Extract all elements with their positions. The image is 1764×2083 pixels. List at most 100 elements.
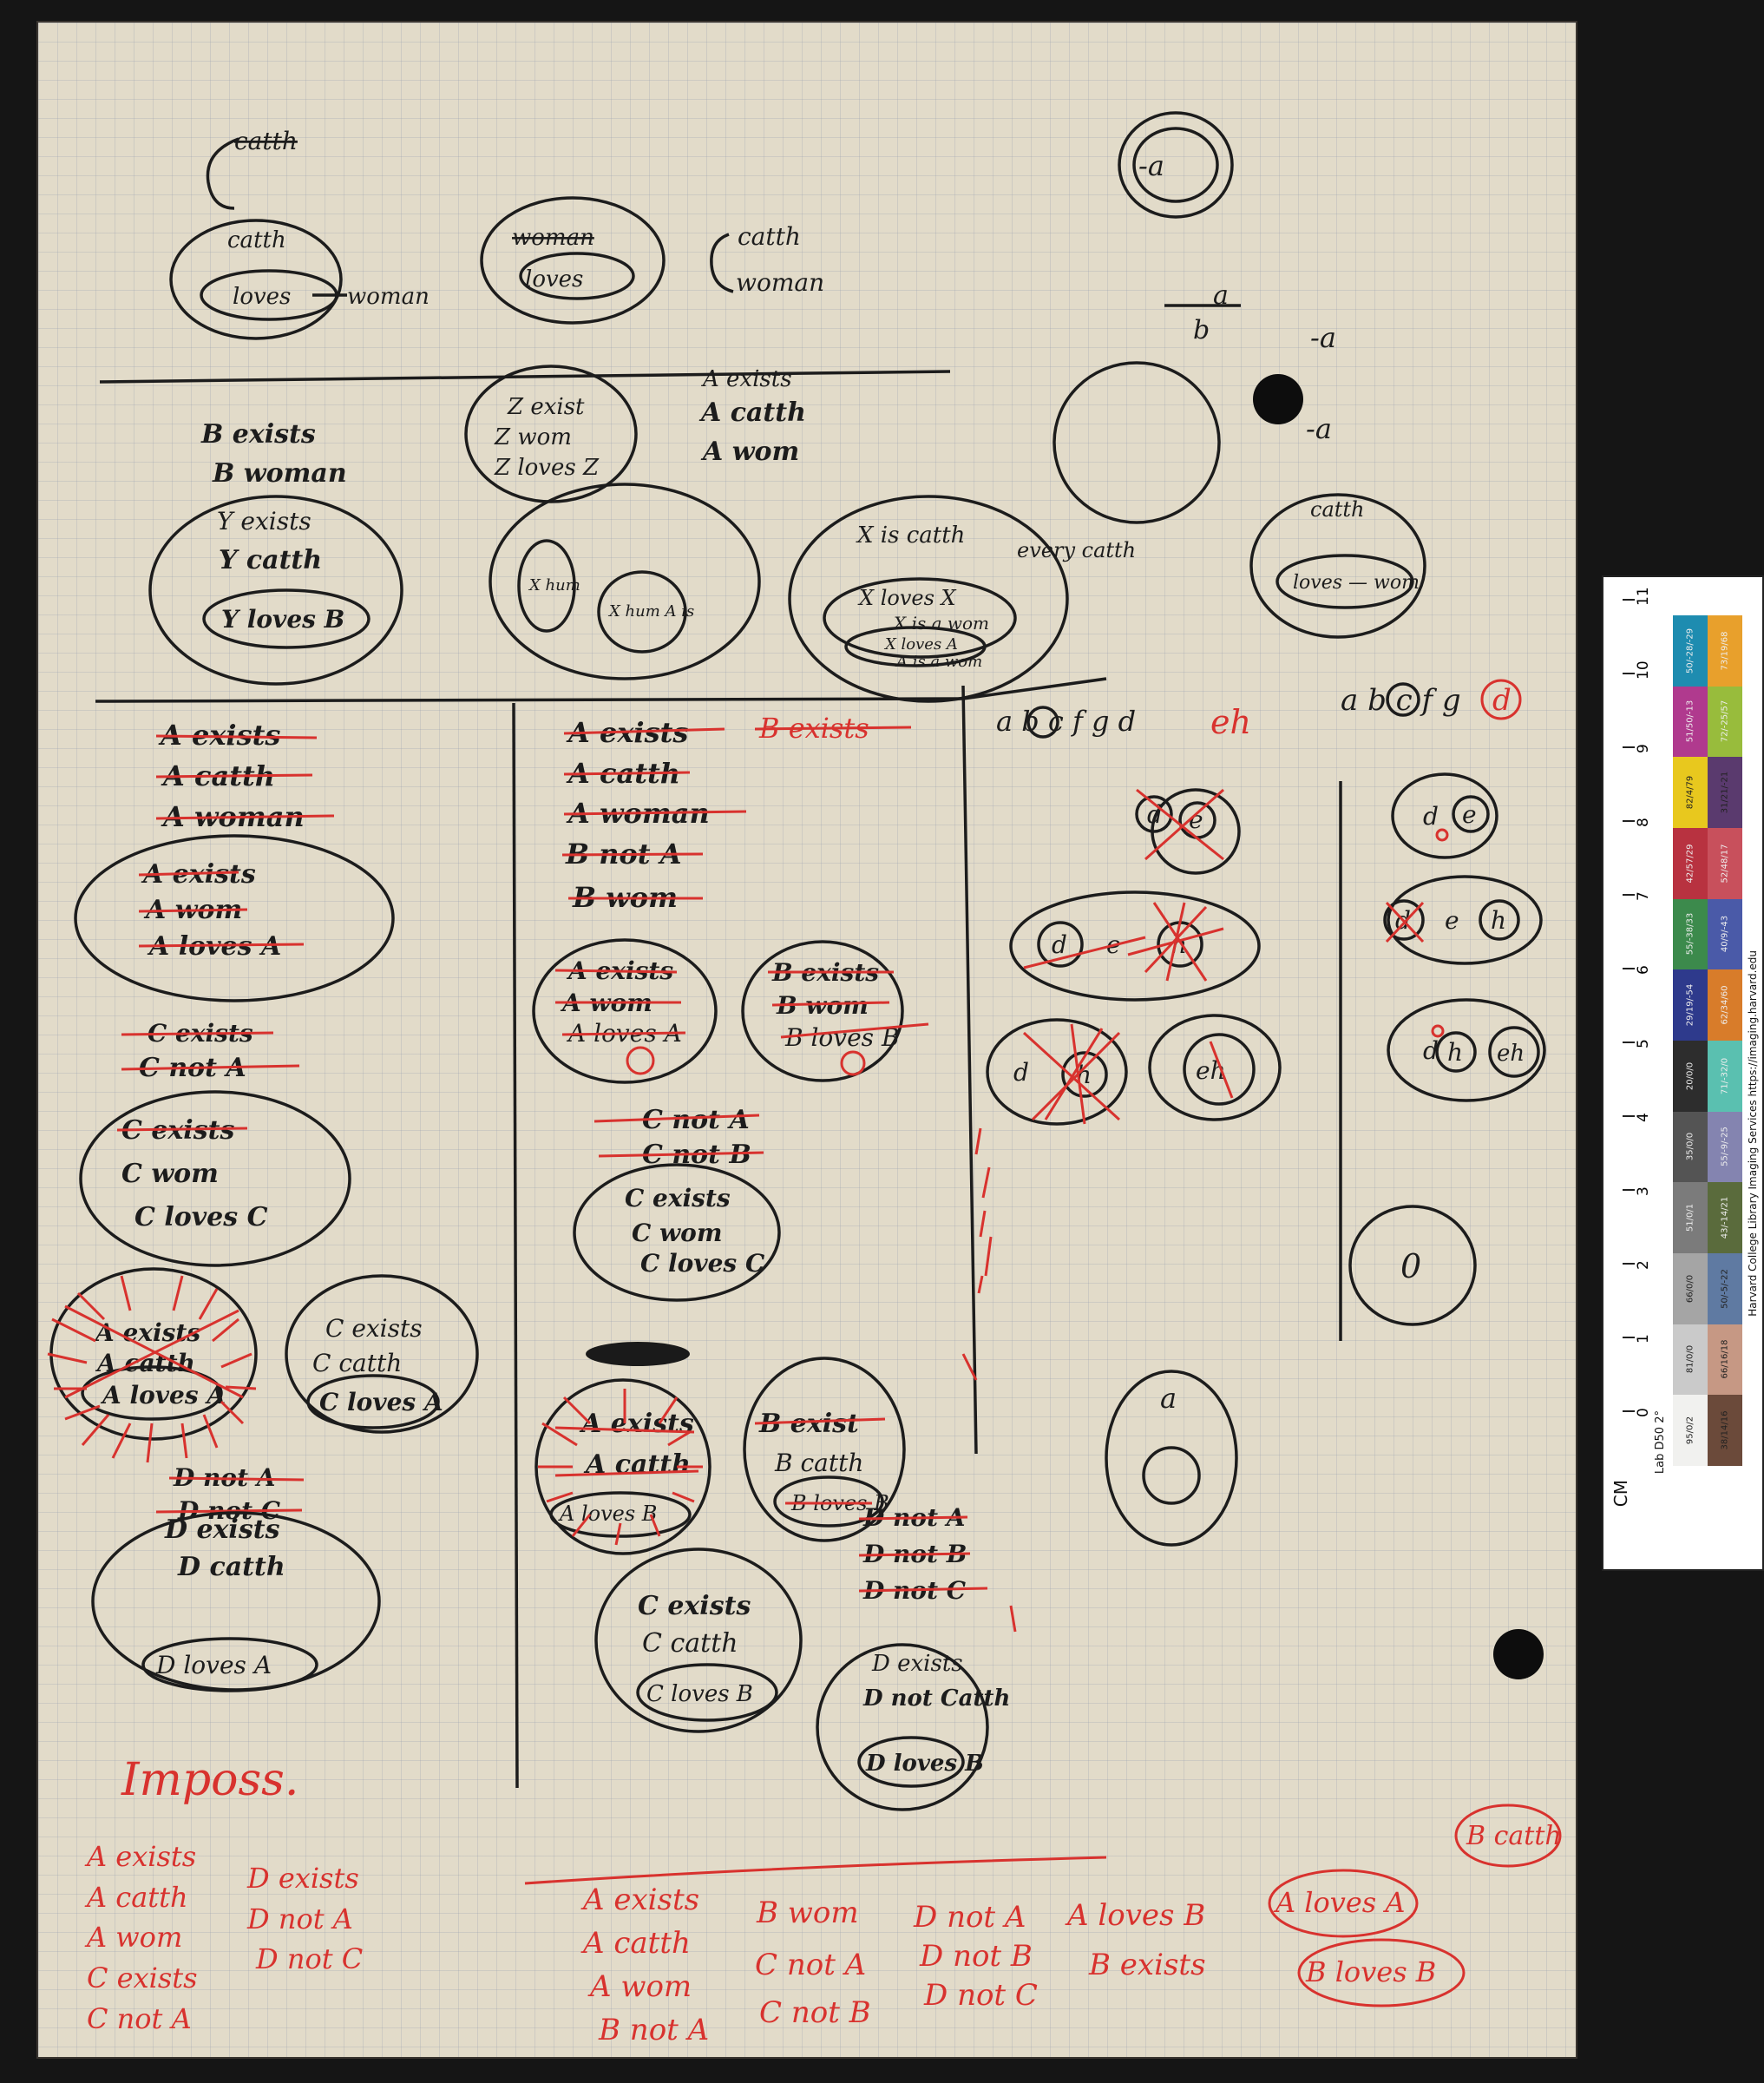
- col2-d-3: D loves B: [865, 1751, 984, 1777]
- col1-side-1: C exists: [325, 1314, 423, 1343]
- bottom-red-mid: A exists A catth A wom B not A B wom C n…: [580, 1883, 1206, 2047]
- col2-red-o-1: [626, 1046, 655, 1075]
- color-swatch: 73/19/68: [1708, 614, 1742, 687]
- neg-a-1: -a: [1310, 321, 1336, 354]
- strike: [155, 734, 318, 739]
- col4-oval-de: [1391, 772, 1498, 859]
- scale-number: 5: [1635, 1039, 1652, 1048]
- col1-d-2: D catth: [177, 1552, 285, 1582]
- color-swatch: 55/-9/-25: [1708, 1111, 1742, 1183]
- boxed-0: A loves A: [1273, 1886, 1406, 1919]
- col1-d-inner: [141, 1637, 318, 1692]
- col3-oval-dh: [986, 1018, 1128, 1126]
- right-circle-label: -a: [1138, 149, 1164, 182]
- scale-tick: [1623, 599, 1635, 601]
- col2-oval-c2: [594, 1547, 803, 1733]
- scale-tick: [1623, 968, 1635, 969]
- strike: [116, 1127, 248, 1132]
- scale-number: 7: [1635, 891, 1652, 901]
- col4-red-dot: [1435, 828, 1449, 842]
- red-rule: [524, 1856, 1107, 1885]
- fraction-den: b: [1193, 315, 1210, 345]
- brl2-1: D not A: [246, 1902, 353, 1935]
- col4-oval-dh: [1387, 998, 1546, 1102]
- x-is-catth: X is catth: [856, 522, 965, 549]
- gray-swatch: 81/0/0: [1673, 1324, 1708, 1396]
- col4-header-red: d: [1492, 683, 1512, 718]
- bracket-stroke: [206, 137, 239, 210]
- y-line-1: Y exists: [217, 507, 311, 536]
- strike: [155, 814, 335, 820]
- col2-red-hatching: [538, 1389, 703, 1546]
- color-swatch-value: 43/-14/21: [1720, 1196, 1730, 1239]
- strike: [138, 871, 239, 877]
- gray-swatch: 35/0/0: [1673, 1111, 1708, 1183]
- paper-sheet: [38, 23, 1576, 2057]
- y-inner: Y loves B: [221, 605, 344, 634]
- scale-tick: [1623, 746, 1635, 748]
- col4-small-oval: [1348, 1205, 1477, 1326]
- scale-number: 6: [1635, 965, 1652, 975]
- y-line-2: Y catth: [219, 545, 322, 575]
- divider-1: [99, 370, 951, 384]
- a-line-1: A exists: [701, 366, 792, 392]
- col2-d-2: D not Catth: [862, 1685, 1010, 1712]
- z-line-2: Z wom: [494, 424, 572, 450]
- brm1-3: B not A: [598, 2013, 709, 2047]
- brl1-0: A exists: [84, 1840, 196, 1873]
- boxed-alovesa: [1268, 1869, 1419, 1938]
- col2-c2-3: C loves B: [646, 1681, 753, 1707]
- col3-cross-1: [1136, 788, 1224, 861]
- right-catth: catth: [1310, 497, 1365, 522]
- col1-red-1: A exists: [93, 1318, 200, 1347]
- col4-a-oval: [1105, 1370, 1238, 1547]
- circle-right-inner: [1132, 127, 1219, 203]
- gray-swatch-value: 29/19/-54: [1685, 983, 1695, 1027]
- scale-number: 2: [1635, 1260, 1652, 1270]
- scale-tick: [1623, 1410, 1635, 1412]
- x-loves-a: X loves A: [883, 635, 958, 654]
- oval-loves-wom: [1275, 554, 1414, 609]
- brm2-1: C not A: [755, 1948, 866, 1982]
- col2-c-2: C wom: [632, 1219, 722, 1247]
- boxed-blovesb: [1297, 1938, 1466, 2007]
- gray-swatch-value: 35/0/0: [1685, 1133, 1695, 1161]
- col3-oval-deh: [1009, 890, 1261, 1002]
- col1-oval2-2: C wom: [121, 1159, 219, 1189]
- color-swatch: 62/34/60: [1708, 969, 1742, 1041]
- gray-swatch-value: 20/0/0: [1685, 1061, 1695, 1090]
- brm2-0: B wom: [756, 1896, 859, 1930]
- bracket-bottom: woman: [736, 268, 824, 297]
- z-line-1: Z exist: [507, 394, 585, 420]
- color-swatch: 52/48/17: [1708, 827, 1742, 899]
- neg-a-2: -a: [1306, 412, 1332, 445]
- scale-number: 10: [1635, 660, 1652, 680]
- x-small-1: X hum: [528, 576, 580, 595]
- col2-c-1: C exists: [625, 1184, 731, 1212]
- col1-oval2: [79, 1090, 351, 1267]
- col3-cross-3: [1022, 1023, 1121, 1125]
- scale-tick: [1623, 1337, 1635, 1338]
- oval-x-loves-a: [844, 626, 987, 667]
- col4-c8: [1488, 1026, 1540, 1078]
- circle-right-outer: [1118, 111, 1234, 219]
- oval-empty: [1052, 361, 1221, 524]
- col3-c6-label: d: [1013, 1058, 1029, 1087]
- col3-c5-label: h: [1171, 930, 1187, 959]
- col3-header-red: eh: [1210, 703, 1251, 741]
- scale-tick: [1623, 1042, 1635, 1043]
- scale-number: 8: [1635, 818, 1652, 827]
- strike: [771, 1001, 890, 1007]
- bracket-2: [710, 233, 734, 293]
- col2-d-1: D exists: [871, 1651, 963, 1677]
- strike: [561, 852, 704, 857]
- scale-tick: [1623, 894, 1635, 896]
- col3-header-circle: [1026, 706, 1059, 739]
- col1-side-2: C catth: [312, 1349, 402, 1377]
- brm3-1: D not B: [919, 1939, 1033, 1974]
- card-credit: Harvard College Library Imaging Services…: [1747, 950, 1759, 1317]
